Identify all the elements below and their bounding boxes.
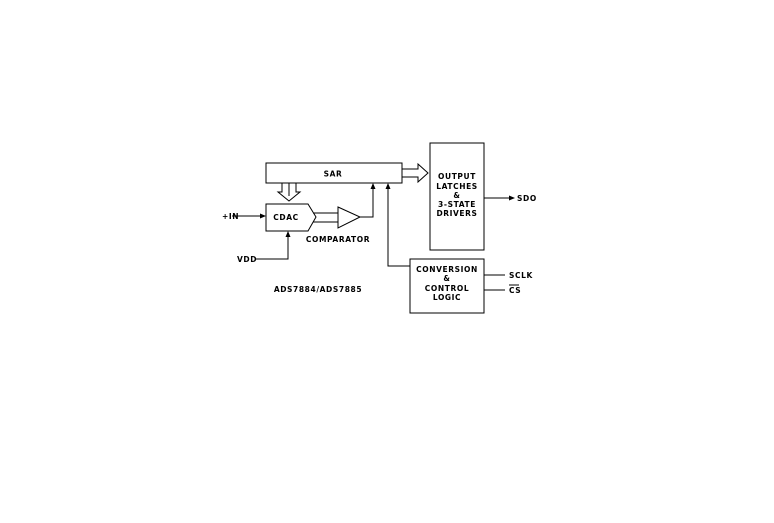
vdd-arrowhead <box>285 231 291 237</box>
part-number-label: ADS7884/ADS7885 <box>274 285 362 294</box>
sclk-pin-label: SCLK <box>509 271 533 280</box>
sar-label: SAR <box>324 170 343 179</box>
comparator-symbol <box>337 206 362 229</box>
sdo-arrowhead <box>509 195 515 201</box>
comparator-label: COMPARATOR <box>306 235 370 244</box>
control-label-line-1: CONVERSION <box>416 265 478 274</box>
cdac-block <box>265 203 317 232</box>
in-pin-label: +IN <box>222 212 239 221</box>
output-label-line-1: OUTPUT <box>438 172 476 181</box>
vdd-pin-label: VDD <box>237 255 257 264</box>
cdac-label: CDAC <box>273 213 298 222</box>
output-label-line-3: & <box>453 191 460 200</box>
comparator-to-sar-arrowhead <box>370 183 376 189</box>
control-logic-block <box>409 258 485 314</box>
vdd-wire <box>256 234 289 260</box>
sdo-pin-label: SDO <box>517 194 537 203</box>
output-label-line-2: LATCHES <box>436 182 478 191</box>
output-latches-block <box>429 142 485 251</box>
control-to-sar-arrowhead <box>385 183 391 189</box>
sar-to-output-bus-arrow <box>401 162 429 184</box>
control-to-sar-wire <box>387 186 410 267</box>
comparator-to-sar-wire <box>360 186 374 218</box>
control-label-line-4: LOGIC <box>433 293 461 302</box>
control-label-line-3: CONTROL <box>425 284 469 293</box>
cs-pin-label: CS <box>509 286 521 295</box>
in-arrowhead <box>260 213 266 219</box>
output-label-line-4: 3-STATE <box>438 200 476 209</box>
output-label-line-5: DRIVERS <box>436 209 477 218</box>
control-label-line-2: & <box>443 274 450 283</box>
